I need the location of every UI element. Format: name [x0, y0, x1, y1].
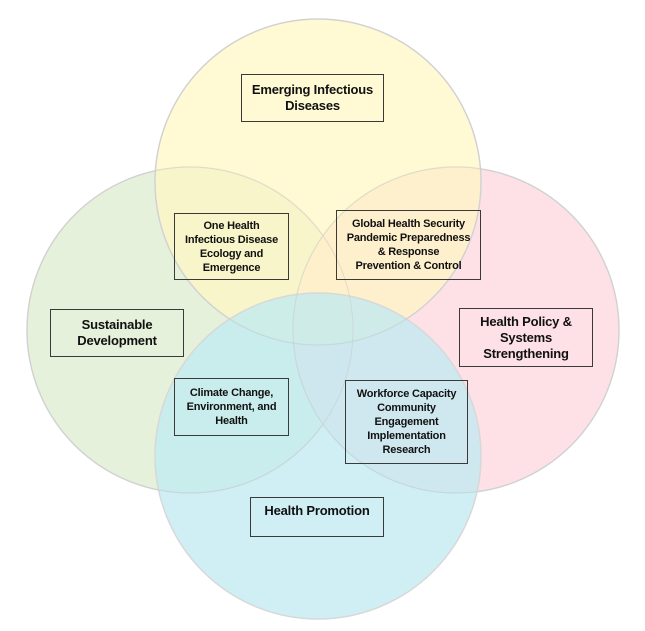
- label-global-health-security: Global Health Security Pandemic Prepared…: [336, 210, 481, 280]
- circle-outline-sustainable: [26, 166, 354, 494]
- circle-outline-emerging: [154, 18, 482, 346]
- label-workforce-capacity: Workforce Capacity Community Engagement …: [345, 380, 468, 464]
- label-health-policy: Health Policy & Systems Strengthening: [459, 308, 593, 367]
- label-health-promotion: Health Promotion: [250, 497, 384, 537]
- circle-health-promotion: [154, 292, 482, 620]
- label-sustainable-development: Sustainable Development: [50, 309, 184, 357]
- label-climate-change: Climate Change, Environment, and Health: [174, 378, 289, 436]
- label-one-health: One Health Infectious Disease Ecology an…: [174, 213, 289, 280]
- label-emerging-infectious-diseases: Emerging Infectious Diseases: [241, 74, 384, 122]
- circle-outline-policy: [292, 166, 620, 494]
